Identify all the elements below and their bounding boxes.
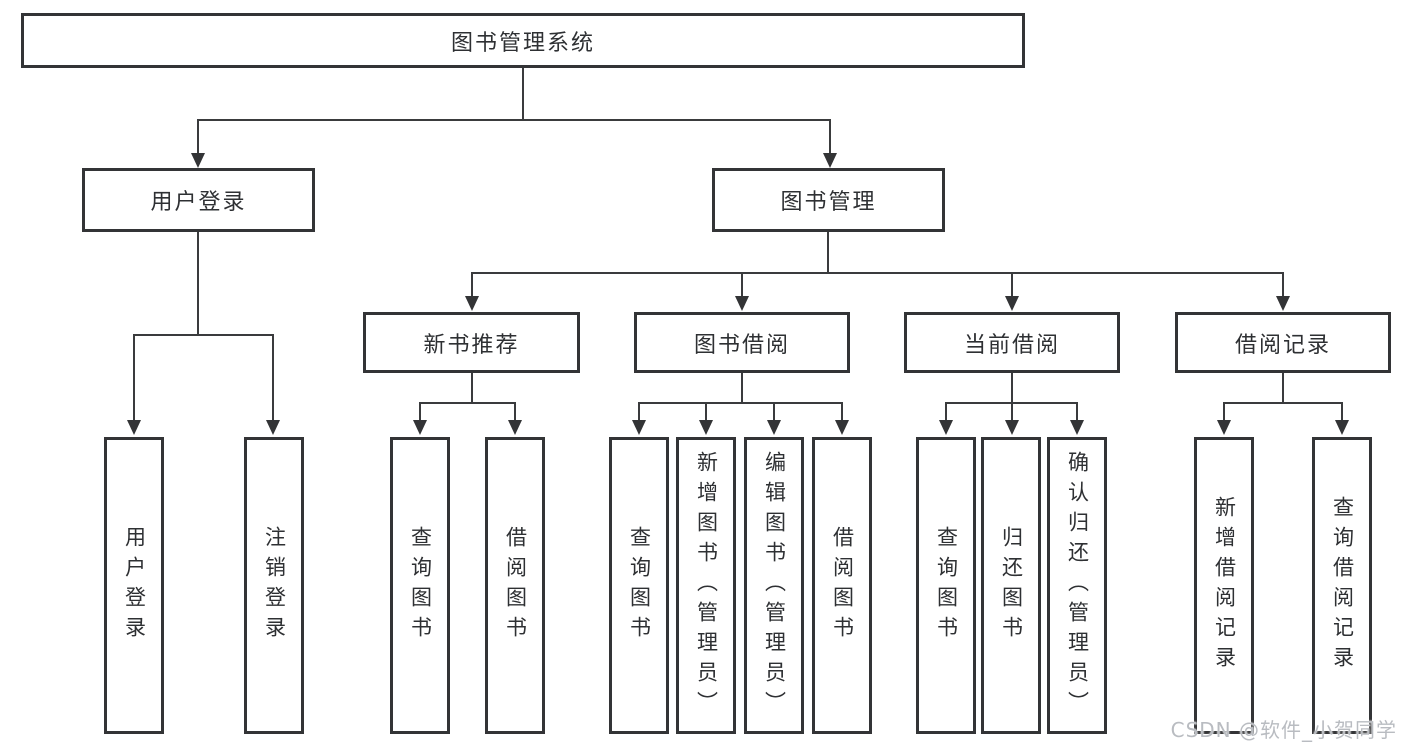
node-label: 用户登录 bbox=[150, 190, 247, 215]
node-label: 新书推荐 bbox=[423, 332, 520, 358]
arrow-down-icon bbox=[1070, 420, 1084, 435]
connector-line bbox=[1223, 402, 1225, 422]
leaf-add-borrow-record: 新增借阅记录 bbox=[1194, 437, 1254, 734]
leaf-edit-book-admin: 编辑图书（管理员） bbox=[744, 437, 804, 734]
node-label: 当前借阅 bbox=[963, 332, 1060, 358]
node-book-management: 图书管理 bbox=[712, 168, 945, 232]
connector-line bbox=[945, 402, 947, 422]
arrow-down-icon bbox=[1005, 420, 1019, 435]
arrow-down-icon bbox=[699, 420, 713, 435]
connector-line bbox=[827, 232, 829, 273]
node-root-system: 图书管理系统 bbox=[21, 13, 1025, 68]
connector-line bbox=[514, 402, 516, 422]
connector-line bbox=[741, 272, 743, 298]
leaf-query-borrow-record: 查询借阅记录 bbox=[1312, 437, 1372, 734]
connector-line bbox=[1223, 402, 1342, 404]
connector-line bbox=[419, 402, 421, 422]
node-label: 借阅记录 bbox=[1234, 332, 1331, 358]
leaf-add-book-admin: 新增图书（管理员） bbox=[676, 437, 736, 734]
node-label: 编辑图书（管理员） bbox=[762, 450, 787, 721]
leaf-query-book-1: 查询图书 bbox=[390, 437, 450, 734]
arrow-down-icon bbox=[127, 420, 141, 435]
connector-line bbox=[133, 334, 135, 422]
leaf-query-book-3: 查询图书 bbox=[916, 437, 976, 734]
node-label: 归还图书 bbox=[999, 525, 1024, 646]
node-label: 图书管理 bbox=[780, 190, 877, 215]
leaf-confirm-return-admin: 确认归还（管理员） bbox=[1047, 437, 1107, 734]
connector-line bbox=[773, 402, 775, 422]
connector-line bbox=[1011, 402, 1013, 422]
connector-line bbox=[1341, 402, 1343, 422]
leaf-borrow-book-2: 借阅图书 bbox=[812, 437, 872, 734]
leaf-query-book-2: 查询图书 bbox=[609, 437, 669, 734]
arrow-down-icon bbox=[735, 296, 749, 311]
arrow-down-icon bbox=[823, 153, 837, 168]
connector-line bbox=[829, 119, 831, 155]
node-label: 图书借阅 bbox=[693, 332, 790, 358]
connector-line bbox=[638, 402, 640, 422]
arrow-down-icon bbox=[508, 420, 522, 435]
connector-line bbox=[272, 334, 274, 422]
connector-line bbox=[1282, 272, 1284, 298]
connector-line bbox=[1011, 272, 1013, 298]
connector-line bbox=[1076, 402, 1078, 422]
leaf-borrow-book-1: 借阅图书 bbox=[485, 437, 545, 734]
arrow-down-icon bbox=[465, 296, 479, 311]
arrow-down-icon bbox=[191, 153, 205, 168]
arrow-down-icon bbox=[1217, 420, 1231, 435]
connector-line bbox=[841, 402, 843, 422]
arrow-down-icon bbox=[1335, 420, 1349, 435]
watermark: CSDN @软件_小贺同学 bbox=[1170, 718, 1397, 742]
connector-line bbox=[522, 68, 524, 121]
connector-line bbox=[133, 334, 273, 336]
node-label: 查询图书 bbox=[934, 525, 959, 646]
connector-line bbox=[197, 119, 831, 121]
node-book-borrow: 图书借阅 bbox=[634, 312, 850, 373]
node-label: 新增借阅记录 bbox=[1212, 495, 1237, 676]
connector-line bbox=[471, 272, 473, 298]
node-label: 注销登录 bbox=[262, 525, 287, 646]
leaf-user-login: 用户登录 bbox=[104, 437, 164, 734]
connector-line bbox=[197, 119, 199, 155]
connector-line bbox=[638, 402, 843, 404]
connector-line bbox=[419, 402, 516, 404]
node-label: 借阅图书 bbox=[503, 525, 528, 646]
arrow-down-icon bbox=[413, 420, 427, 435]
node-label: 查询图书 bbox=[408, 525, 433, 646]
arrow-down-icon bbox=[767, 420, 781, 435]
connector-line bbox=[1011, 373, 1013, 404]
arrow-down-icon bbox=[1276, 296, 1290, 311]
node-label: 图书管理系统 bbox=[450, 30, 595, 56]
arrow-down-icon bbox=[266, 420, 280, 435]
arrow-down-icon bbox=[632, 420, 646, 435]
leaf-return-book: 归还图书 bbox=[981, 437, 1041, 734]
node-user-login: 用户登录 bbox=[82, 168, 315, 232]
connector-line bbox=[471, 373, 473, 404]
connector-line bbox=[705, 402, 707, 422]
connector-line bbox=[471, 272, 1283, 274]
leaf-logout: 注销登录 bbox=[244, 437, 304, 734]
arrow-down-icon bbox=[1005, 296, 1019, 311]
node-label: 用户登录 bbox=[122, 525, 147, 646]
node-label: 查询借阅记录 bbox=[1330, 495, 1355, 676]
node-label: 查询图书 bbox=[627, 525, 652, 646]
node-borrow-records: 借阅记录 bbox=[1175, 312, 1391, 373]
node-current-borrow: 当前借阅 bbox=[904, 312, 1120, 373]
arrow-down-icon bbox=[835, 420, 849, 435]
connector-line bbox=[1282, 373, 1284, 404]
node-label: 确认归还（管理员） bbox=[1065, 450, 1090, 721]
node-new-book-recommend: 新书推荐 bbox=[363, 312, 580, 373]
connector-line bbox=[741, 373, 743, 404]
node-label: 新增图书（管理员） bbox=[694, 450, 719, 721]
arrow-down-icon bbox=[939, 420, 953, 435]
connector-line bbox=[197, 232, 199, 335]
node-label: 借阅图书 bbox=[830, 525, 855, 646]
